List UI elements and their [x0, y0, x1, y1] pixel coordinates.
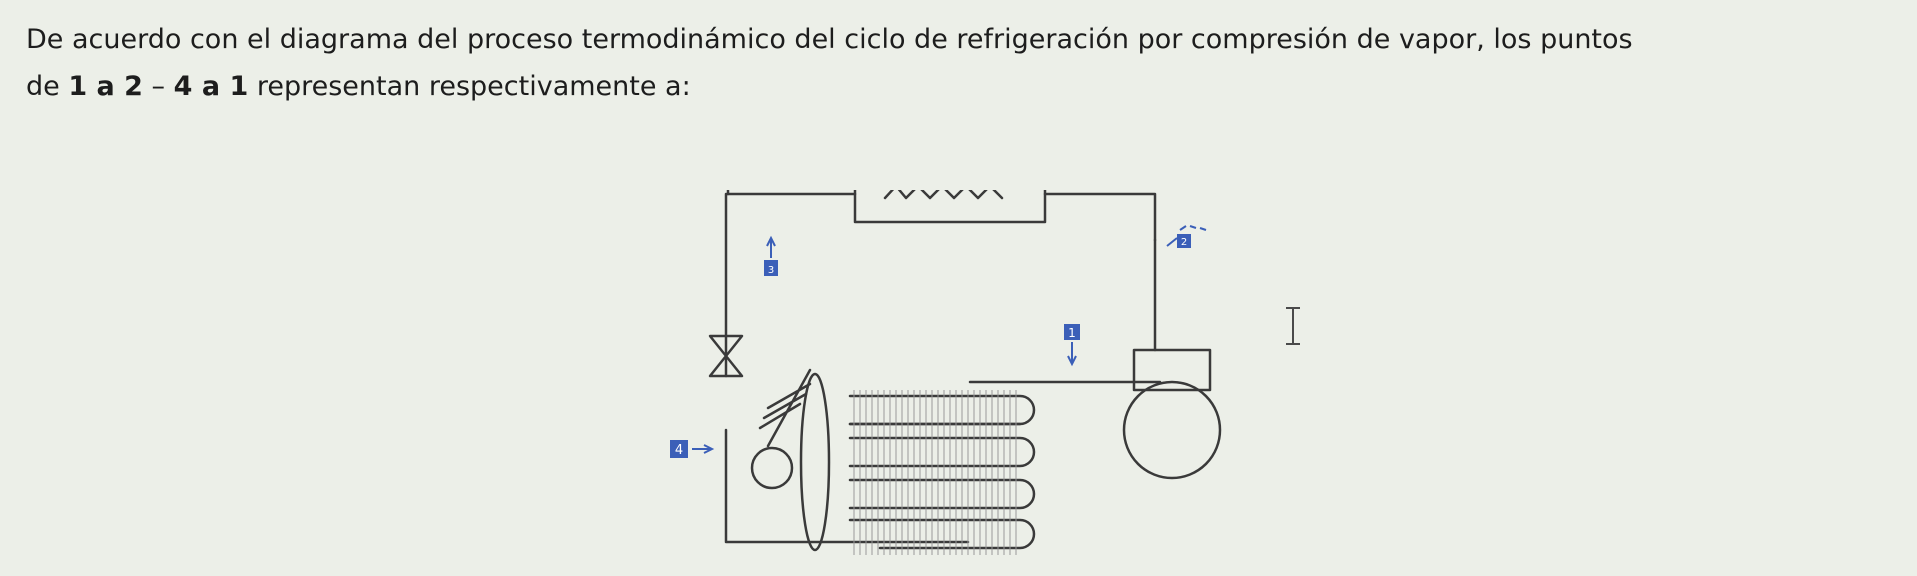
- pipe-top-right: [1043, 192, 1157, 242]
- expansion-valve-icon: [708, 334, 744, 378]
- point-label-4: 4: [675, 443, 683, 458]
- condenser-box: [853, 190, 1047, 224]
- compressor-icon: [1122, 348, 1222, 480]
- q-suffix: representan respectivamente a:: [248, 71, 691, 102]
- pipe-bottom: [724, 428, 970, 544]
- point-label-3: 3: [768, 265, 774, 276]
- point-label-2: 2: [1181, 237, 1187, 248]
- point-marker-1: 1: [1064, 324, 1080, 367]
- q-prefix: de: [26, 71, 69, 102]
- point-label-1: 1: [1068, 326, 1076, 340]
- evaporator-fins: [853, 390, 1017, 555]
- fan-icon: [750, 368, 831, 552]
- q-a-1: a: [87, 71, 125, 102]
- q-dash: –: [142, 71, 174, 102]
- pipe-left: [724, 192, 857, 378]
- point-marker-2: 2: [1166, 225, 1207, 248]
- q-point-1: 1: [68, 71, 88, 102]
- q-point-4: 4: [173, 71, 193, 102]
- q-point-2: 2: [124, 71, 143, 102]
- q-point-1b: 1: [229, 71, 249, 102]
- resistor-icon: [883, 190, 1004, 200]
- q-a-2: a: [192, 71, 230, 102]
- question-line-2: de 1 a 2 – 4 a 1 representan respectivam…: [26, 63, 1896, 110]
- question-line-1: De acuerdo con el diagrama del proceso t…: [26, 24, 1633, 55]
- evaporator-coil: [848, 394, 1036, 550]
- refrigeration-cycle-diagram: 1 2 3 4: [670, 190, 1222, 555]
- question-text: De acuerdo con el diagrama del proceso t…: [26, 16, 1896, 110]
- point-marker-4: 4: [670, 440, 715, 458]
- text-cursor-icon: [1286, 307, 1300, 345]
- point-marker-3: 3: [764, 235, 778, 276]
